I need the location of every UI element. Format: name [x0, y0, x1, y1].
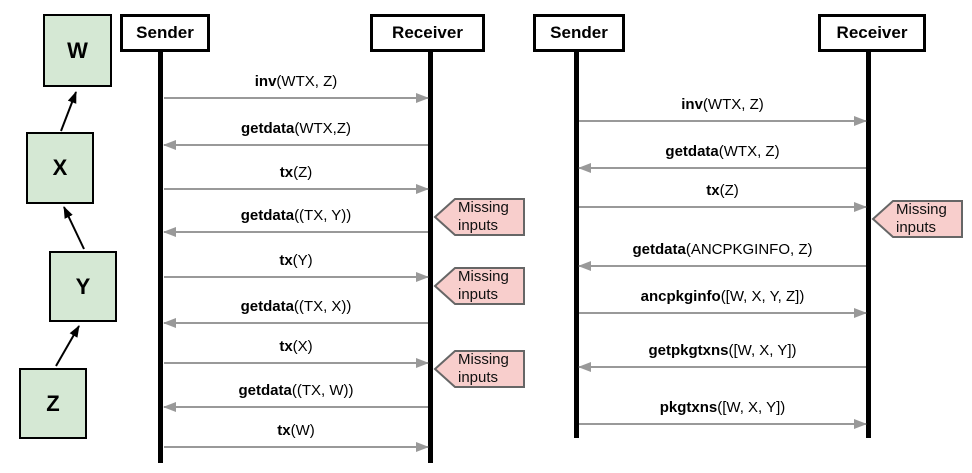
right-receiver-label: Receiver — [836, 23, 908, 42]
left-sender-label: Sender — [136, 23, 194, 42]
tag-shape-icon — [433, 267, 525, 305]
missing-inputs-tag: Missing inputs — [433, 266, 526, 306]
message-label: getdata(WTX,Z) — [241, 120, 351, 137]
left-sender-lifeline — [158, 52, 163, 463]
tx-node-y: Y — [49, 251, 117, 322]
tag-shape-icon — [433, 198, 525, 236]
message-label: tx(Y) — [279, 252, 313, 269]
message-arrow-left-icon — [163, 140, 428, 150]
message-row: tx(Y) — [164, 252, 429, 282]
message-arrow-right-icon — [164, 184, 429, 194]
message-row: tx(W) — [164, 422, 429, 452]
message-label: getdata(ANCPKGINFO, Z) — [632, 241, 813, 258]
message-arrow-right-icon — [579, 419, 867, 429]
message-label: getdata(WTX, Z) — [665, 143, 780, 160]
missing-inputs-tag: Missing inputs — [433, 197, 526, 237]
message-arrow-left-icon — [163, 227, 428, 237]
missing-inputs-tag: Missing inputs — [871, 199, 964, 239]
message-arrow-right-icon — [579, 308, 867, 318]
tx-node-w-label: W — [67, 37, 88, 63]
message-row: tx(X) — [164, 338, 429, 368]
message-label: getdata((TX, W)) — [238, 382, 354, 399]
message-label: getdata((TX, X)) — [240, 298, 352, 315]
message-arrow-left-icon — [163, 318, 428, 328]
message-row: inv(WTX, Z) — [579, 96, 867, 126]
right-sender-label: Sender — [550, 23, 608, 42]
tag-shape-icon — [433, 350, 525, 388]
message-row: getpkgtxns([W, X, Y]) — [578, 342, 866, 372]
missing-inputs-tag: Missing inputs — [433, 349, 526, 389]
message-arrow-right-icon — [579, 202, 867, 212]
message-arrow-left-icon — [578, 362, 866, 372]
tx-node-w: W — [43, 14, 112, 87]
right-sender-lifeline — [574, 52, 579, 438]
right-receiver-header: Receiver — [818, 14, 926, 52]
tx-node-x: X — [26, 132, 94, 204]
message-label: ancpkginfo([W, X, Y, Z]) — [640, 288, 805, 305]
message-label: tx(Z) — [706, 182, 739, 199]
message-arrow-right-icon — [164, 93, 429, 103]
message-arrow-right-icon — [579, 116, 867, 126]
tx-node-z-label: Z — [46, 390, 60, 416]
message-label: tx(X) — [279, 338, 313, 355]
right-sender-header: Sender — [533, 14, 625, 52]
message-label: getpkgtxns([W, X, Y]) — [648, 342, 797, 359]
message-row: getdata((TX, Y)) — [163, 207, 428, 237]
message-arrow-right-icon — [164, 272, 429, 282]
message-label: inv(WTX, Z) — [254, 73, 338, 90]
message-label: getdata((TX, Y)) — [240, 207, 352, 224]
message-row: inv(WTX, Z) — [164, 73, 429, 103]
message-label: inv(WTX, Z) — [681, 96, 764, 113]
message-arrow-left-icon — [578, 261, 866, 271]
message-label: tx(Z) — [279, 164, 313, 181]
left-sender-header: Sender — [120, 14, 210, 52]
message-label: tx(W) — [277, 422, 315, 439]
left-receiver-label: Receiver — [392, 23, 463, 42]
message-row: tx(Z) — [164, 164, 429, 194]
tx-node-z: Z — [19, 368, 87, 439]
message-arrow-left-icon — [163, 402, 428, 412]
message-arrow-left-icon — [578, 163, 866, 173]
right-receiver-lifeline — [866, 52, 871, 438]
message-row: getdata((TX, X)) — [163, 298, 428, 328]
message-arrow-right-icon — [164, 358, 429, 368]
message-row: getdata(WTX, Z) — [578, 143, 866, 173]
missing-inputs-text: Missing inputs — [896, 201, 947, 236]
tx-node-y-label: Y — [75, 273, 91, 299]
message-arrow-right-icon — [164, 442, 429, 452]
message-row: pkgtxns([W, X, Y]) — [579, 399, 867, 429]
missing-inputs-text: Missing inputs — [458, 199, 509, 234]
message-row: getdata(ANCPKGINFO, Z) — [578, 241, 866, 271]
message-row: getdata(WTX,Z) — [163, 120, 428, 150]
message-label: pkgtxns([W, X, Y]) — [659, 399, 786, 416]
message-row: getdata((TX, W)) — [163, 382, 428, 412]
message-row: tx(Z) — [579, 182, 867, 212]
missing-inputs-text: Missing inputs — [458, 351, 509, 386]
message-row: ancpkginfo([W, X, Y, Z]) — [579, 288, 867, 318]
missing-inputs-text: Missing inputs — [458, 268, 509, 303]
left-receiver-lifeline — [428, 52, 433, 463]
tag-shape-icon — [871, 200, 963, 238]
left-receiver-header: Receiver — [370, 14, 485, 52]
tx-node-x-label: X — [52, 155, 68, 180]
